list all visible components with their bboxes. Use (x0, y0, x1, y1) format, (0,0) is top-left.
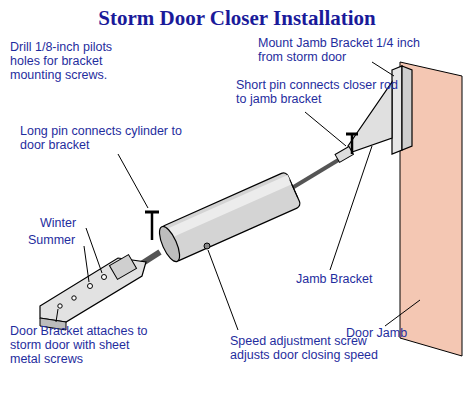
jamb-bracket (348, 82, 392, 152)
callout-label: Drill 1/8-inch pilots holes for bracket … (10, 40, 122, 82)
callout-label: Long pin connects cylinder to door brack… (20, 124, 208, 152)
callout-label: Jamb Bracket (296, 272, 396, 286)
door-jamb (400, 62, 462, 356)
screw-hole (72, 296, 76, 300)
speed-screw (204, 243, 210, 249)
closer-cylinder (155, 171, 301, 264)
bracket-tab (109, 255, 136, 280)
diagram-title: Storm Door Closer Installation (0, 6, 474, 31)
long-pin (145, 212, 159, 240)
summer-hole (88, 284, 93, 289)
callout-label: Summer (28, 233, 88, 247)
short-pin (346, 134, 358, 154)
callout-label: Speed adjustment screw adjusts door clos… (230, 334, 398, 362)
screw-hole (58, 304, 62, 308)
callout-label: Mount Jamb Bracket 1/4 inch from storm d… (258, 36, 434, 64)
leader-lines (56, 62, 420, 330)
rod-clevis (335, 147, 353, 163)
closer-rod (292, 156, 345, 188)
callout-label: Winter (40, 216, 100, 230)
callout-label: Door Bracket attaches to storm door with… (10, 324, 160, 366)
callout-label: Short pin connects closer rod to jamb br… (236, 78, 408, 106)
winter-hole (102, 275, 107, 280)
jamb-plate-side (402, 66, 412, 150)
